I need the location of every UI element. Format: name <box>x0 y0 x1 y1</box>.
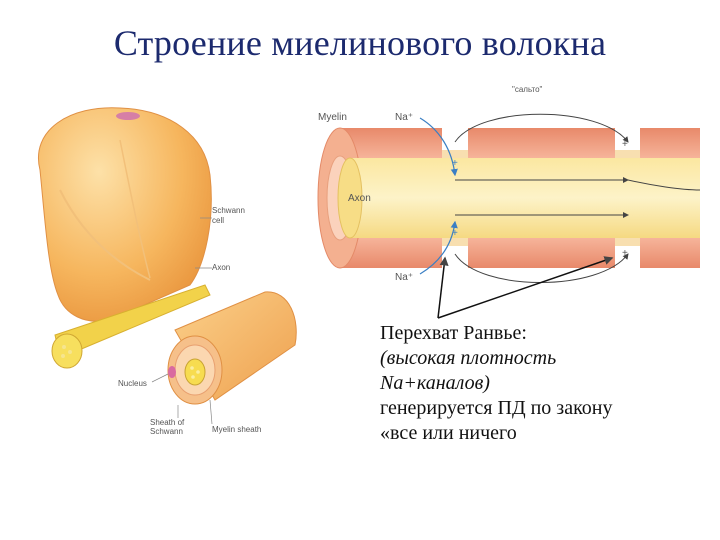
caption-line-1: Перехват Ранвье: <box>380 322 527 344</box>
label-schwann-cell-2: cell <box>212 216 224 225</box>
myelin-segment-3 <box>640 128 700 158</box>
myelin-segment-1 <box>340 128 442 158</box>
label-myelin: Myelin <box>318 112 347 123</box>
schwann-cell-diagram: Schwann cell Axon Nucleus Sheath of Schw… <box>38 107 297 436</box>
schwann-nucleus-top <box>116 112 140 120</box>
axon-core <box>350 158 700 238</box>
svg-text:+: + <box>452 158 458 169</box>
caption-line-4: генерируется ПД по закону <box>380 397 613 419</box>
saltatory-conduction-diagram: "сальто" Axon + + + <box>317 85 701 283</box>
svg-text:+: + <box>622 248 628 259</box>
caption-line-2: (высокая плотность <box>380 347 557 369</box>
label-schwann-cell-1: Schwann <box>212 206 245 215</box>
saltatory-label: "сальто" <box>512 85 543 94</box>
label-sheath-of-schwann-1: Sheath of <box>150 418 185 427</box>
label-nucleus: Nucleus <box>118 379 147 388</box>
caption-line-5: «все или ничего <box>380 422 517 444</box>
label-axon-right: Axon <box>348 193 371 204</box>
axon-cross-section-left <box>51 333 83 369</box>
label-na-bottom: Na⁺ <box>395 272 413 283</box>
node-pointer-lines <box>437 256 614 319</box>
svg-text:+: + <box>452 228 458 239</box>
label-na-top: Na⁺ <box>395 112 413 123</box>
label-sheath-of-schwann-2: Schwann <box>150 427 183 436</box>
label-axon-left: Axon <box>212 263 230 272</box>
label-myelin-sheath: Myelin sheath <box>212 425 261 434</box>
caption-line-3: Na+каналов) <box>380 372 490 394</box>
slide-title: Строение миелинового волокна <box>113 23 607 63</box>
ranvier-node-caption: Перехват Ранвье: (высокая плотность Na+к… <box>380 321 710 446</box>
schwann-cell-body <box>38 107 212 322</box>
svg-text:+: + <box>622 139 628 150</box>
myelin-segment-2 <box>468 128 615 158</box>
nucleus-mark <box>168 366 176 378</box>
